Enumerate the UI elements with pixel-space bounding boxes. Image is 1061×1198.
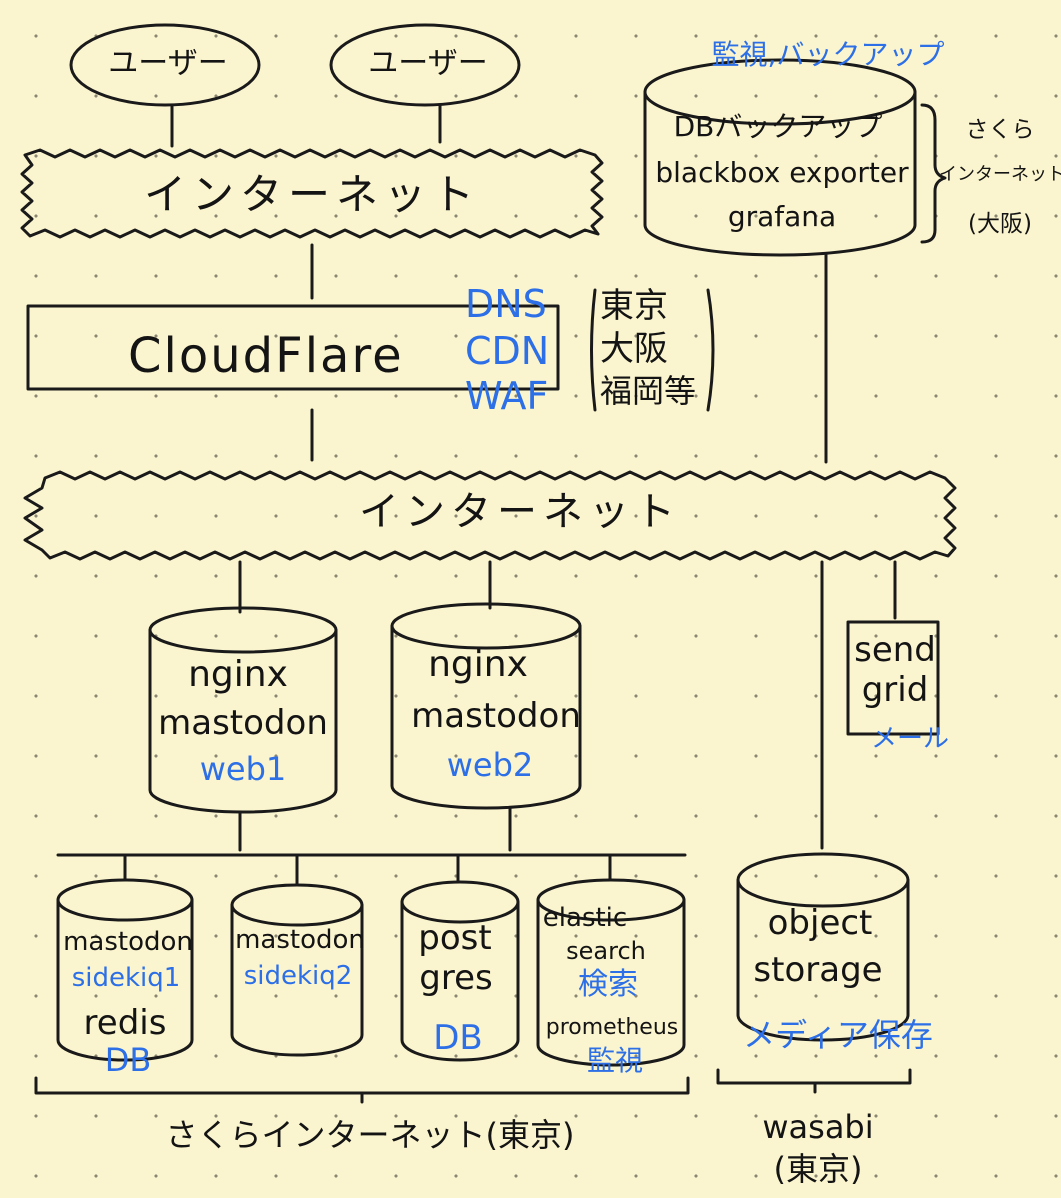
postgres-cylinder	[400, 900, 520, 1062]
location-label: インターネット	[939, 164, 1061, 185]
internet-cloud-mid	[23, 470, 957, 561]
sidekiq1-cylinder	[56, 898, 194, 1062]
postgres-line: post	[418, 918, 492, 958]
user-bubble-2	[329, 23, 521, 107]
bracket-wasabi	[716, 1068, 912, 1094]
object-storage-top	[736, 852, 910, 908]
elastic-blue: 検索	[578, 967, 638, 1002]
sidekiq1-role: DB	[104, 1041, 152, 1079]
elastic-role: 監視	[586, 1044, 644, 1077]
web1-role: web1	[199, 750, 287, 788]
monitor-server-title: 監視,バックアップ	[711, 38, 945, 71]
wasabi-location: (東京)	[773, 1150, 863, 1188]
sidekiq1-line: mastodon	[63, 927, 193, 957]
bracket-open	[590, 288, 597, 412]
sidekiq2-blue: sidekiq2	[243, 961, 353, 991]
elastic-line: prometheus	[545, 1015, 679, 1040]
postgres-top	[400, 880, 520, 924]
monitor-line: blackbox exporter	[655, 156, 909, 189]
cloudflare-feature: DNS	[465, 282, 547, 326]
web2-line: nginx	[428, 644, 528, 685]
sidekiq1-blue: sidekiq1	[71, 963, 181, 993]
cloudflare-feature: CDN	[465, 329, 550, 373]
object-storage-line: storage	[753, 950, 883, 990]
monitor-line: grafana	[727, 200, 837, 233]
user-label: ユーザー	[368, 46, 488, 81]
bracket-close	[706, 288, 715, 412]
sendgrid-role: メール	[870, 724, 950, 754]
web1-top	[148, 606, 338, 654]
sendgrid-line: grid	[861, 670, 929, 710]
sidekiq2-cylinder	[230, 903, 364, 1057]
sendgrid-line: send	[854, 630, 936, 670]
brace	[920, 103, 947, 244]
sakura-tokyo-label: さくらインターネット(東京)	[165, 1116, 575, 1154]
internet-mid-label: インターネット	[359, 489, 681, 535]
postgres-line: gres	[419, 958, 493, 998]
location-label: (大阪)	[968, 211, 1032, 237]
elastic-line: search	[566, 937, 646, 965]
web1-line: nginx	[188, 654, 288, 695]
object-storage-line: object	[767, 903, 873, 943]
cloudflare-feature: WAF	[465, 374, 549, 418]
web1-cylinder	[148, 628, 338, 814]
cloudflare-location: 福岡等	[600, 372, 697, 410]
web2-role: web2	[446, 746, 534, 784]
cloudflare-location: 大阪	[600, 329, 668, 369]
elastic-cylinder	[536, 898, 686, 1067]
sendgrid-box	[846, 620, 940, 736]
postgres-role: DB	[433, 1018, 483, 1058]
elastic-top	[536, 878, 686, 922]
web2-top	[390, 602, 582, 650]
sidekiq1-top	[56, 878, 194, 922]
internet-top-label: インターネット	[143, 170, 481, 219]
user-bubble-1	[69, 23, 261, 107]
object-storage-role: メディア保存	[743, 1016, 933, 1054]
monitor-line: DBバックアップ	[673, 110, 883, 143]
location-label: さくら	[965, 117, 1035, 143]
bracket-sakura	[34, 1076, 690, 1104]
web2-cylinder	[390, 624, 582, 810]
web1-line: mastodon	[158, 703, 328, 743]
wasabi-label: wasabi	[762, 1108, 874, 1146]
elastic-line: elastic	[542, 903, 628, 933]
cloudflare-location: 東京	[600, 286, 668, 326]
user-label: ユーザー	[108, 46, 228, 81]
cloudflare-label: CloudFlare	[128, 328, 404, 384]
monitor-server-top	[643, 58, 917, 126]
internet-cloud-top	[20, 148, 604, 239]
monitor-server-cylinder	[643, 90, 917, 257]
object-storage-cylinder	[736, 878, 910, 1042]
sidekiq1-line: redis	[83, 1003, 167, 1043]
cloudflare-box	[26, 304, 560, 391]
sidekiq2-top	[230, 883, 364, 927]
web2-line: mastodon	[411, 696, 581, 736]
sidekiq2-line: mastodon	[235, 925, 365, 955]
